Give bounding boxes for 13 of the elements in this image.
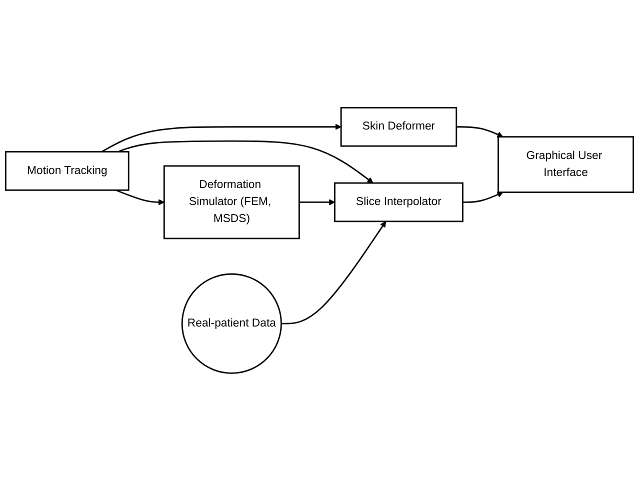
node-circle: Real-patient Data — [181, 273, 282, 374]
arrow — [299, 199, 336, 206]
node-box: Graphical User Interface — [498, 136, 634, 194]
arrow — [281, 221, 386, 324]
arrow — [118, 140, 374, 184]
node-box: Motion Tracking — [4, 151, 130, 191]
arrow — [116, 190, 164, 206]
node-box: Deformation Simulator (FEM, MSDS) — [163, 165, 300, 240]
node-box: Skin Deformer — [340, 107, 458, 147]
arrow — [456, 126, 504, 138]
arrow — [462, 192, 504, 203]
node-box: Slice Interpolator — [334, 182, 464, 222]
arrow — [101, 124, 342, 152]
